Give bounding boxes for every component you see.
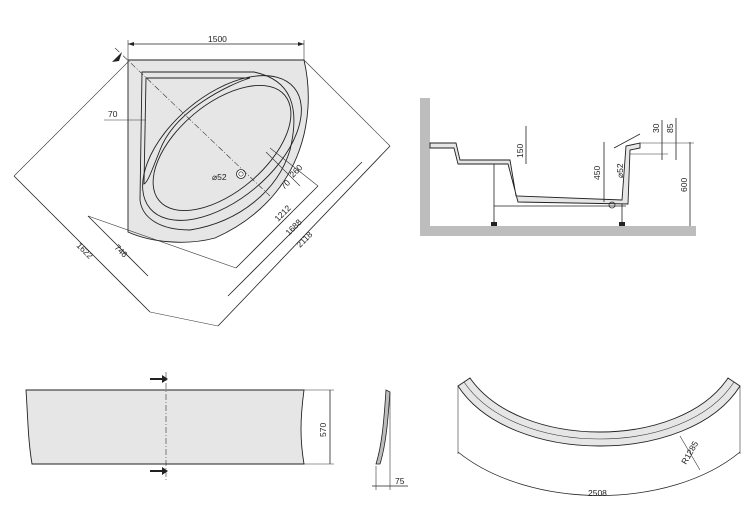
dim-label-offset: 70: [108, 109, 118, 119]
dim-label-width: 1500: [208, 34, 227, 44]
dim-label-radius: R1285: [679, 439, 700, 466]
drain-trap: [608, 201, 616, 209]
dim-line-1622: [13, 175, 151, 313]
arrow: [298, 42, 304, 46]
arc-length-dim: [457, 451, 741, 496]
dim-line-1212: [235, 185, 319, 269]
dim-label-570: 570: [318, 423, 328, 437]
wall: [420, 98, 430, 228]
ext-line: [269, 147, 319, 187]
dim-line-1688: [227, 161, 363, 297]
seat-outline: [143, 77, 251, 185]
arc-shape: [457, 377, 741, 447]
floor: [420, 226, 696, 236]
ext-line: [149, 311, 219, 327]
front-panel: 570: [25, 372, 334, 482]
bowl-ellipse: [142, 75, 302, 221]
leg-foot: [491, 222, 497, 226]
dim-label-746: 746: [113, 242, 130, 259]
basin-outline: [139, 71, 295, 231]
arrow: [128, 42, 134, 46]
dim-label-2118: 2118: [294, 229, 314, 249]
center-line: [114, 47, 271, 197]
ext-line: [13, 61, 129, 177]
dim-label-2508: 2508: [588, 488, 607, 498]
tub-section: [429, 142, 641, 205]
panel-profile: 75: [372, 389, 408, 490]
dim-line-746: [87, 215, 149, 277]
top-view: ⌀52 1500 70 1622 746 1212 1688 2118 2: [13, 34, 391, 327]
side-drain-label: ⌀52: [615, 163, 625, 178]
drain-label: ⌀52: [212, 172, 227, 182]
ext-line: [265, 151, 301, 187]
dim-label-1212: 1212: [272, 203, 293, 224]
dim-label-30: 30: [651, 123, 661, 133]
arc-panel: 2508 R1285: [457, 377, 741, 498]
side-view: 150 450 ⌀52 30 85 600: [420, 98, 696, 236]
dim-line-2118: [217, 145, 391, 327]
dim-label-75: 75: [395, 476, 405, 486]
ext-line: [303, 59, 391, 147]
profile-shape: [375, 389, 391, 465]
panel-shape: [25, 389, 305, 465]
bowl-ellipse-inner: [152, 84, 292, 212]
corner-arrow: [112, 52, 122, 62]
dim-label-150: 150: [515, 144, 525, 158]
dim-label-600: 600: [679, 178, 689, 192]
tub-outline: [127, 59, 309, 243]
dim-label-85: 85: [665, 123, 675, 133]
drain-circle-inner: [238, 171, 244, 177]
leg-foot: [619, 222, 625, 226]
section-arrow-bottom: [150, 467, 168, 475]
dim-label-1688: 1688: [283, 217, 304, 238]
drain-circle: [236, 169, 246, 179]
section-arrow-top: [150, 375, 168, 383]
dim-label-450: 450: [592, 166, 602, 180]
overflow-pipe: [613, 133, 641, 149]
dim-label-1622: 1622: [75, 240, 96, 261]
ext-line: [87, 215, 237, 269]
radius-line: [679, 435, 701, 471]
